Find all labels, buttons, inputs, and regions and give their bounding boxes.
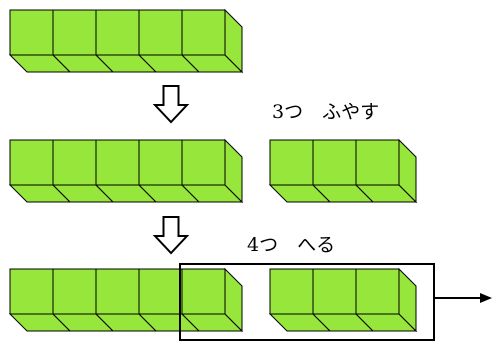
cube-block <box>355 268 400 315</box>
row-after-decrease-original <box>8 267 244 333</box>
decrease-label: 4つ へる <box>247 234 336 256</box>
cube-block <box>95 139 140 186</box>
cube-block <box>269 139 314 186</box>
removed-blocks-box <box>179 263 435 341</box>
increase-label: 3つ ふやす <box>272 101 380 123</box>
cube-block <box>95 268 140 315</box>
cube-side-face <box>398 138 417 204</box>
cube-block <box>52 139 97 186</box>
cube-side-face <box>224 267 243 333</box>
down-arrow-icon <box>152 216 190 255</box>
cube-block <box>138 139 183 186</box>
cube-block <box>9 9 54 56</box>
cube-block <box>355 139 400 186</box>
cube-block <box>52 9 97 56</box>
cube-side-face <box>398 267 417 333</box>
cube-block <box>138 9 183 56</box>
down-arrow-icon <box>152 85 190 124</box>
cube-block <box>181 268 226 315</box>
cube-block <box>52 268 97 315</box>
cube-side-face <box>224 8 243 74</box>
cube-block <box>269 268 314 315</box>
row-after-increase-added <box>268 138 418 204</box>
row-initial <box>8 8 244 74</box>
row-after-increase-original <box>8 138 244 204</box>
cube-block <box>9 268 54 315</box>
cube-block <box>181 9 226 56</box>
row-after-decrease-added <box>268 267 418 333</box>
cube-block <box>95 9 140 56</box>
cube-block <box>181 139 226 186</box>
cube-block <box>312 268 357 315</box>
cube-block <box>138 268 183 315</box>
cube-side-face <box>224 138 243 204</box>
cube-block <box>9 139 54 186</box>
right-arrow-icon <box>434 293 492 303</box>
cube-block <box>312 139 357 186</box>
